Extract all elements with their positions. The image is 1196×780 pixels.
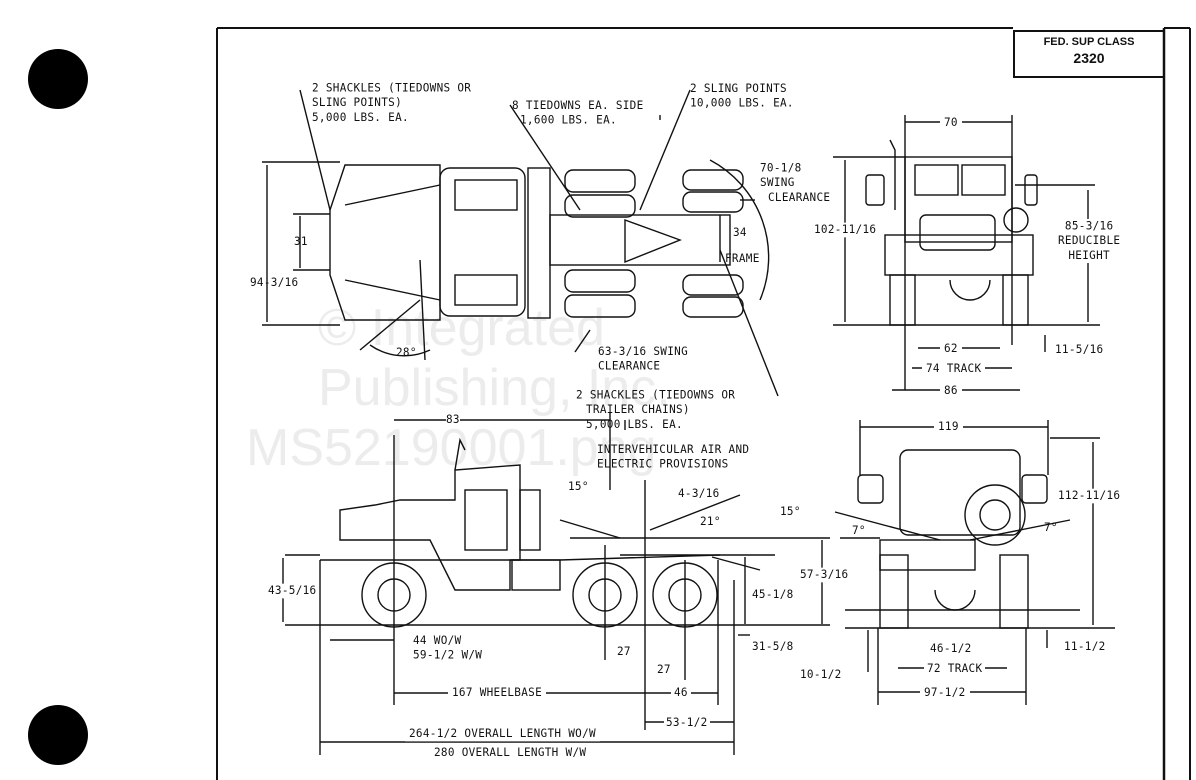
angle-21: 21° — [700, 514, 721, 529]
dim-overall-length-wow: 264-1/2 OVERALL LENGTH WO/W — [405, 726, 600, 742]
callout-line: 70-1/8 — [760, 160, 802, 175]
dim-rear-track: 72 TRACK — [924, 661, 986, 677]
angle-15-front: 15° — [568, 479, 589, 494]
sheet-border — [216, 27, 1191, 780]
callout-line: REDUCIBLE — [1058, 233, 1121, 248]
watermark-line: © Integrated — [318, 299, 605, 357]
dim-62: 62 — [940, 341, 962, 357]
callout-line: TRAILER CHAINS) — [586, 402, 690, 417]
callout-shackles-rear: 2 SHACKLES (TIEDOWNS OR TRAILER CHAINS) … — [576, 388, 735, 432]
dim-reducible-height: 85-3/16 REDUCIBLE HEIGHT — [1058, 218, 1121, 264]
angle-7-right: 7° — [1044, 520, 1058, 535]
callout-line: 63-3/16 SWING — [598, 344, 688, 358]
top-view-truck — [262, 89, 779, 397]
punch-hole — [28, 49, 88, 109]
dim-front-height: 43-5/16 — [268, 583, 317, 599]
dim-31-5-8: 31-5/8 — [752, 639, 794, 654]
callout-line: INTERVEHICULAR AIR AND — [597, 442, 750, 456]
callout-line: 85-3/16 — [1064, 218, 1114, 233]
dim-front-overhang: 44 WO/W 59-1/2 W/W — [413, 633, 482, 662]
dim-overall-length-ww: 280 OVERALL LENGTH W/W — [434, 745, 587, 760]
dim-rear-width-119: 119 — [934, 419, 963, 435]
callout-line: 44 WO/W — [413, 633, 462, 647]
dim-27b: 27 — [657, 662, 671, 677]
dim-97-1-2: 97-1/2 — [920, 685, 970, 701]
callout-sling-points: 2 SLING POINTS 10,000 LBS. EA. — [690, 81, 794, 110]
callout-line: 5,000 LBS. EA. — [586, 417, 683, 431]
dim-10-1-2: 10-1/2 — [800, 667, 842, 682]
steer-angle: 28° — [396, 345, 417, 360]
dim-frame-width: 34 — [733, 225, 747, 240]
callout-line: 5,000 LBS. EA. — [312, 110, 409, 124]
fed-sup-class-value: 2320 — [1073, 50, 1105, 66]
dim-27a: 27 — [617, 644, 631, 659]
dim-front-height: 102-11/16 — [814, 222, 877, 238]
side-view-truck — [282, 412, 830, 755]
watermark-line: Publishing, Inc. — [318, 359, 671, 417]
dim-rear-clearance: 11-1/2 — [1064, 639, 1106, 654]
dim-front-track: 74 TRACK — [922, 361, 986, 377]
callout-line: CLEARANCE — [598, 359, 661, 373]
dim-overall-width: 94-3/16 — [250, 275, 299, 290]
callout-line: ELECTRIC PROVISIONS — [597, 457, 729, 471]
callout-line: SLING POINTS) — [312, 95, 402, 110]
callout-swing-clearance-rear: 70-1/8 SWING CLEARANCE — [760, 161, 830, 205]
fed-sup-class-box: FED. SUP CLASS 2320 — [1013, 30, 1163, 78]
angle-7-left: 7° — [852, 523, 866, 538]
dim-4-3-16: 4-3/16 — [678, 486, 720, 501]
callout-line: 10,000 LBS. EA. — [690, 96, 794, 110]
callout-swing-clearance-front: 63-3/16 SWING CLEARANCE — [598, 344, 688, 373]
dim-wheelbase: 167 WHEELBASE — [448, 685, 546, 701]
callout-line: CLEARANCE — [768, 190, 831, 204]
dim-45-1-8: 45-1/8 — [752, 587, 794, 603]
dim-front-clearance: 11-5/16 — [1055, 342, 1104, 357]
punch-hole — [28, 705, 88, 765]
angle-15-rear: 15° — [780, 504, 801, 519]
dim-53-1-2: 53-1/2 — [664, 715, 710, 731]
dim-46-1-2: 46-1/2 — [930, 641, 972, 656]
dim-46: 46 — [671, 685, 691, 701]
callout-shackles-front: 2 SHACKLES (TIEDOWNS OR SLING POINTS) 5,… — [312, 81, 471, 125]
callout-intervehicular: INTERVEHICULAR AIR AND ELECTRIC PROVISIO… — [597, 442, 749, 471]
fed-sup-class-title: FED. SUP CLASS — [1043, 36, 1135, 48]
callout-line: SWING — [760, 175, 795, 190]
watermark-line: MS52190001.png — [246, 419, 657, 477]
callout-line: 59-1/2 W/W — [413, 648, 483, 662]
dim-front-width-70: 70 — [940, 115, 962, 131]
callout-line: 8 TIEDOWNS EA. SIDE — [512, 98, 644, 112]
frame-label: FRAME — [725, 251, 760, 266]
dim-86: 86 — [940, 383, 962, 399]
dim-rear-height: 112-11/16 — [1058, 488, 1121, 504]
callout-line: 2 SHACKLES (TIEDOWNS OR — [312, 80, 472, 95]
callout-line: 2 SLING POINTS — [690, 81, 787, 95]
dim-fifth-wheel-height: 57-3/16 — [800, 567, 849, 583]
dim-cab: 83 — [446, 412, 460, 428]
callout-tiedowns: 8 TIEDOWNS EA. SIDE 1,600 LBS. EA. — [512, 98, 644, 127]
callout-line: 1,600 LBS. EA. — [520, 113, 617, 127]
callout-line: 2 SHACKLES (TIEDOWNS OR — [576, 387, 736, 402]
dim-31: 31 — [294, 234, 308, 249]
callout-line: HEIGHT — [1068, 248, 1110, 262]
